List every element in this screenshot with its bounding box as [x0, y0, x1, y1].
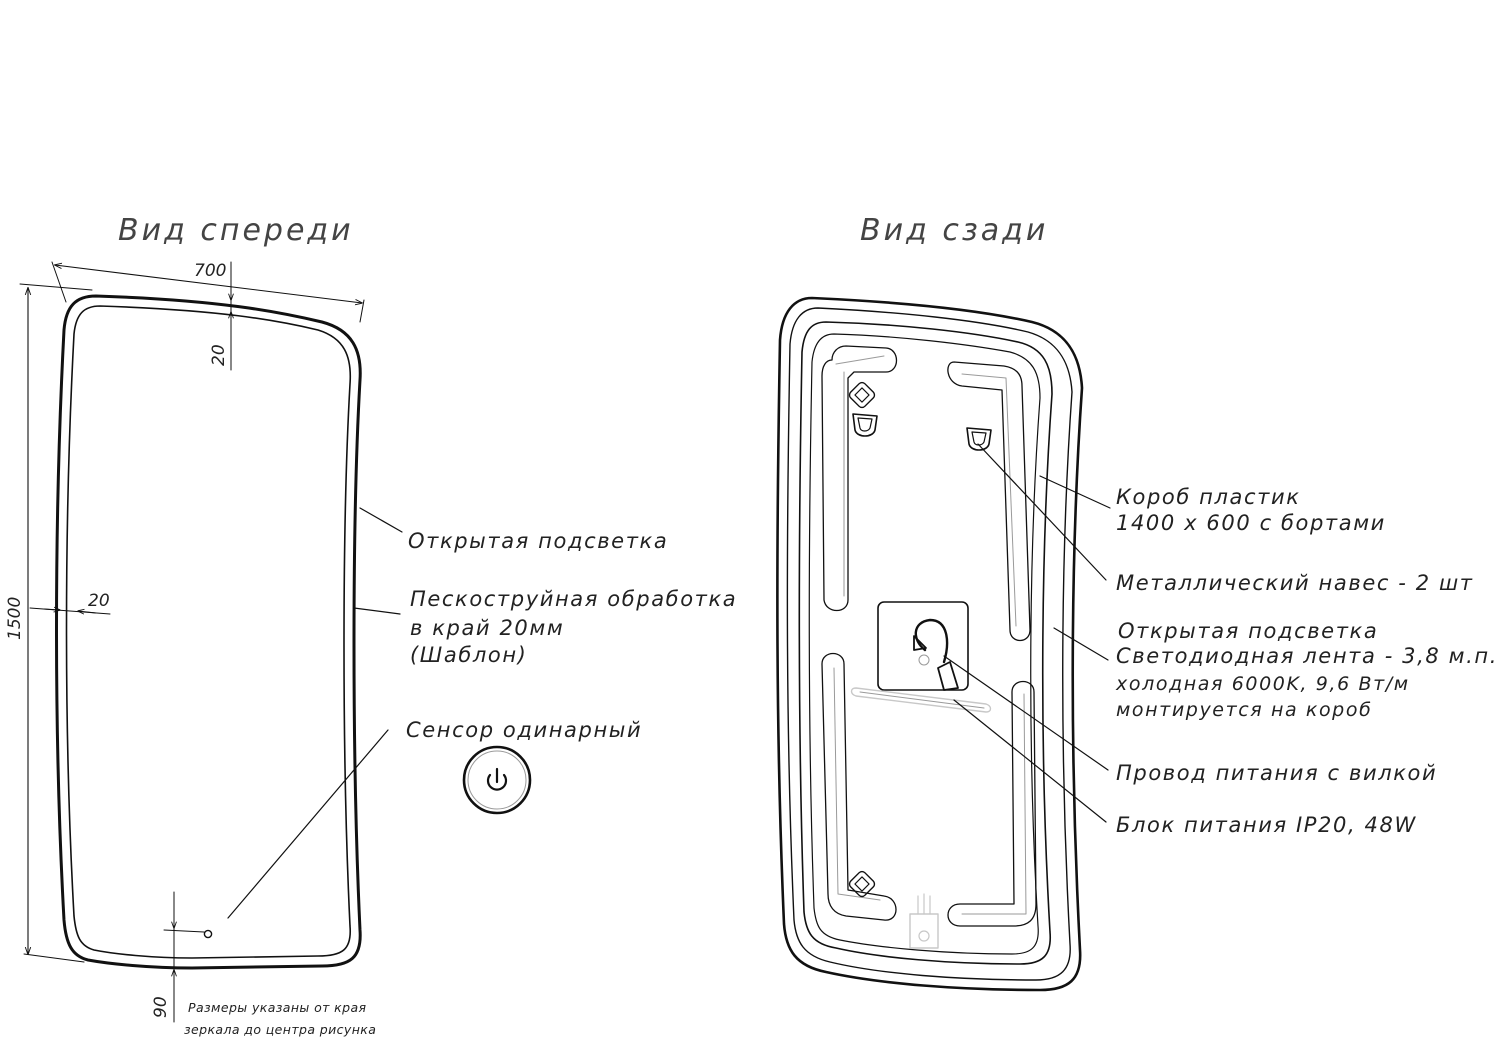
power-cable-plate: [877, 601, 969, 691]
led-strip-channels: [821, 345, 1037, 927]
plug-icon: [913, 618, 959, 691]
sandblast-label-1: Пескоструйная обработка: [410, 587, 737, 611]
footnote-line-1: Размеры указаны от края: [188, 1000, 367, 1015]
clip-top-left: [848, 381, 876, 409]
front-open-light-label: Открытая подсветка: [408, 529, 668, 553]
back-light-label-1: Открытая подсветка: [1118, 619, 1378, 643]
power-supply-unit: [850, 687, 992, 713]
cable-label: Провод питания с вилкой: [1116, 761, 1437, 785]
hanger-left: [852, 413, 878, 437]
front-mirror-outer-edge: [55, 294, 362, 970]
footnote-line-2: зеркала до центра рисунка: [184, 1022, 376, 1037]
top-inset-value: 20: [209, 344, 229, 366]
front-leaders: [227, 507, 403, 919]
back-light-label-2: Светодиодная лента - 3,8 м.п.: [1116, 644, 1498, 668]
psu-label: Блок питания IP20, 48W: [1116, 813, 1417, 837]
box-label-2: 1400 x 600 с бортами: [1116, 511, 1386, 535]
sensor-label: Сенсор одинарный: [406, 718, 642, 742]
front-mirror: [55, 294, 362, 970]
back-mirror-outer-edge: [776, 296, 1084, 992]
power-icon: [486, 767, 508, 791]
back-mirror: [776, 296, 1084, 992]
clip-bottom-left: [848, 870, 876, 898]
mounting-clips: [848, 381, 876, 898]
sandblast-label-3: (Шаблон): [410, 643, 527, 667]
box-label-1: Короб пластик: [1116, 485, 1301, 509]
plastic-box-inner: [808, 333, 1041, 955]
hanger-right: [966, 427, 992, 451]
plastic-box-outer: [798, 321, 1053, 965]
sensor-button-detail: [462, 745, 532, 815]
top-inset-dimension: 20: [209, 261, 231, 371]
back-leaders: [943, 443, 1111, 823]
sensor-marker: 90: [151, 891, 213, 1023]
height-dimension: 1500: [5, 283, 93, 963]
back-light-label-3: холодная 6000K, 9,6 Вт/м: [1115, 673, 1410, 695]
width-dimension: 700: [51, 261, 365, 323]
sandblast-label-2: в край 20мм: [410, 616, 564, 640]
front-mirror-inner-edge: [65, 305, 352, 959]
back-view-title: Вид сзади: [860, 213, 1048, 248]
width-value: 700: [194, 261, 226, 281]
plastic-box: [798, 321, 1053, 965]
height-value: 1500: [5, 597, 25, 640]
sensor-offset-value: 90: [151, 996, 171, 1018]
metal-hangers: [852, 413, 992, 451]
back-mirror-inner-edge: [786, 307, 1073, 981]
hanger-label: Металлический навес - 2 шт: [1116, 571, 1474, 595]
side-inset-dimension: 20: [29, 591, 111, 614]
back-light-label-4: монтируется на короб: [1116, 699, 1372, 721]
front-view-title: Вид спереди: [118, 213, 354, 248]
bottom-connector: [909, 893, 939, 949]
side-inset-value: 20: [88, 591, 110, 611]
